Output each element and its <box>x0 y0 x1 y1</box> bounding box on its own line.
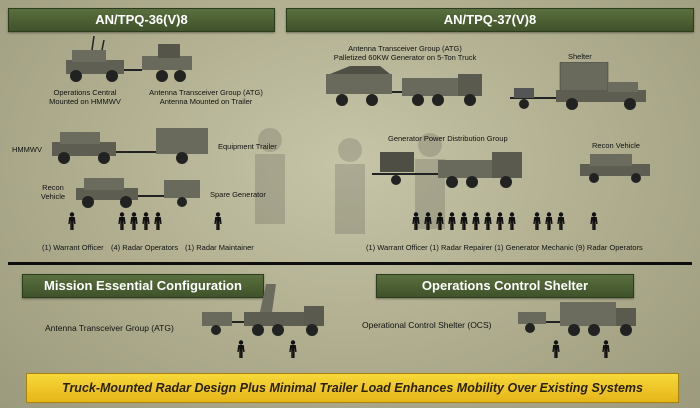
recon-vehicle-label-left: Recon Vehicle <box>40 183 66 201</box>
spare-generator-label: Spare Generator <box>210 190 266 199</box>
ops-control-shelter-title: Operations Control Shelter <box>376 274 634 298</box>
mobility-banner: Truck-Mounted Radar Design Plus Minimal … <box>26 373 679 403</box>
five-ton-truck-with-atg-image <box>326 66 482 106</box>
crew-maintainer-left: (1) Radar Maintainer <box>185 243 254 252</box>
bottom-atg-label: Antenna Transceiver Group (ATG) <box>45 323 174 333</box>
generator-power-truck-image <box>372 152 522 188</box>
crew-list-right: (1) Warrant Officer (1) Radar Repairer (… <box>366 243 643 252</box>
ops-central-label: Operations Central Mounted on HMMWV <box>49 88 121 106</box>
section-divider <box>8 262 692 265</box>
bottom-left-crew <box>237 340 298 362</box>
truck-mounted-radar-image <box>202 284 324 336</box>
bottom-ocs-label: Operational Control Shelter (OCS) <box>362 320 492 330</box>
hmmwv-with-equipment-trailer-image <box>52 128 208 164</box>
right-crew-figures-c <box>590 212 599 232</box>
atg-trailer-label: Antenna Transceiver Group (ATG) Antenna … <box>149 88 263 106</box>
shelter-vehicle-image <box>510 62 646 110</box>
recon-vehicle-label-right: Recon Vehicle <box>592 141 640 150</box>
crew-radar-ops-left: (4) Radar Operators <box>111 243 179 252</box>
recon-vehicle-with-generator-image <box>76 178 200 208</box>
left-system-title: AN/TPQ-36(V)8 <box>8 8 275 32</box>
gen-power-label: Generator Power Distribution Group <box>388 134 508 143</box>
right-crew-figures-b <box>533 212 566 232</box>
right-system-title: AN/TPQ-37(V)8 <box>286 8 694 32</box>
atg-palletized-label: Antenna Transceiver Group (ATG) Palletiz… <box>333 44 477 62</box>
radar-maintainer-figure <box>214 212 223 232</box>
ocs-truck-image <box>518 302 636 336</box>
recon-vehicle-right-image <box>580 154 650 183</box>
equipment-trailer-label: Equipment Trailer <box>218 142 277 151</box>
crew-warrant-left: (1) Warrant Officer <box>42 243 104 252</box>
radar-operators-figures <box>118 212 163 232</box>
right-crew-figures-a <box>412 212 517 232</box>
mission-essential-title: Mission Essential Configuration <box>22 274 264 298</box>
hmmwv-label: HMMWV <box>12 145 42 154</box>
bottom-right-crew <box>552 340 611 362</box>
warrant-officer-figure <box>68 212 77 232</box>
shelter-label: Shelter <box>568 52 592 61</box>
hmmwv-with-antenna-trailer-image <box>66 36 192 82</box>
